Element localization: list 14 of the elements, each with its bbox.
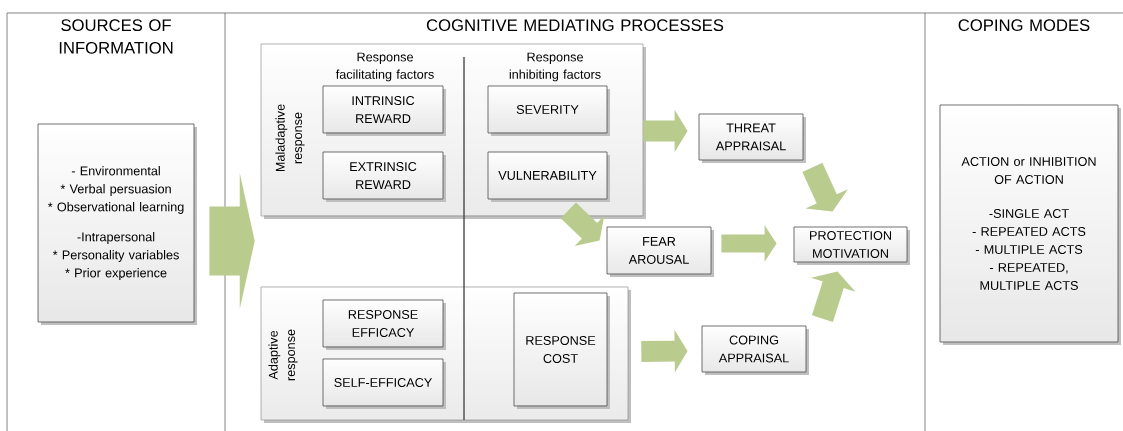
text-box: ACTION or INHIBITION OF ACTION -SINGLE ACT - REPEATED ACTS - MULTIPLE ACTS - REPEATED, MULTIPLE ACTS <box>939 104 1121 345</box>
block-arrow <box>802 162 848 212</box>
factor-box: INTRINSIC REWARD <box>322 85 446 136</box>
factor-box: RESPONSE EFFICACY <box>322 299 446 350</box>
factor-box: RESPONSE COST <box>513 292 610 409</box>
factor-box: VULNERABILITY <box>487 151 610 202</box>
text-box: - Environmental * Verbal persuasion * Observational learning -Intrapersonal * Personality variables * Prior experience <box>37 123 197 325</box>
factor-box: EXTRINSIC REWARD <box>322 151 446 202</box>
process-box: PROTECTION MOTIVATION <box>793 226 910 265</box>
process-box: THREAT APPRAISAL <box>698 113 806 163</box>
factor-box: SEVERITY <box>487 85 610 136</box>
process-box: FEAR AROUSAL <box>606 226 714 277</box>
process-box: COPING APPRAISAL <box>701 325 809 375</box>
factor-box: SELF-EFFICACY <box>322 358 446 409</box>
